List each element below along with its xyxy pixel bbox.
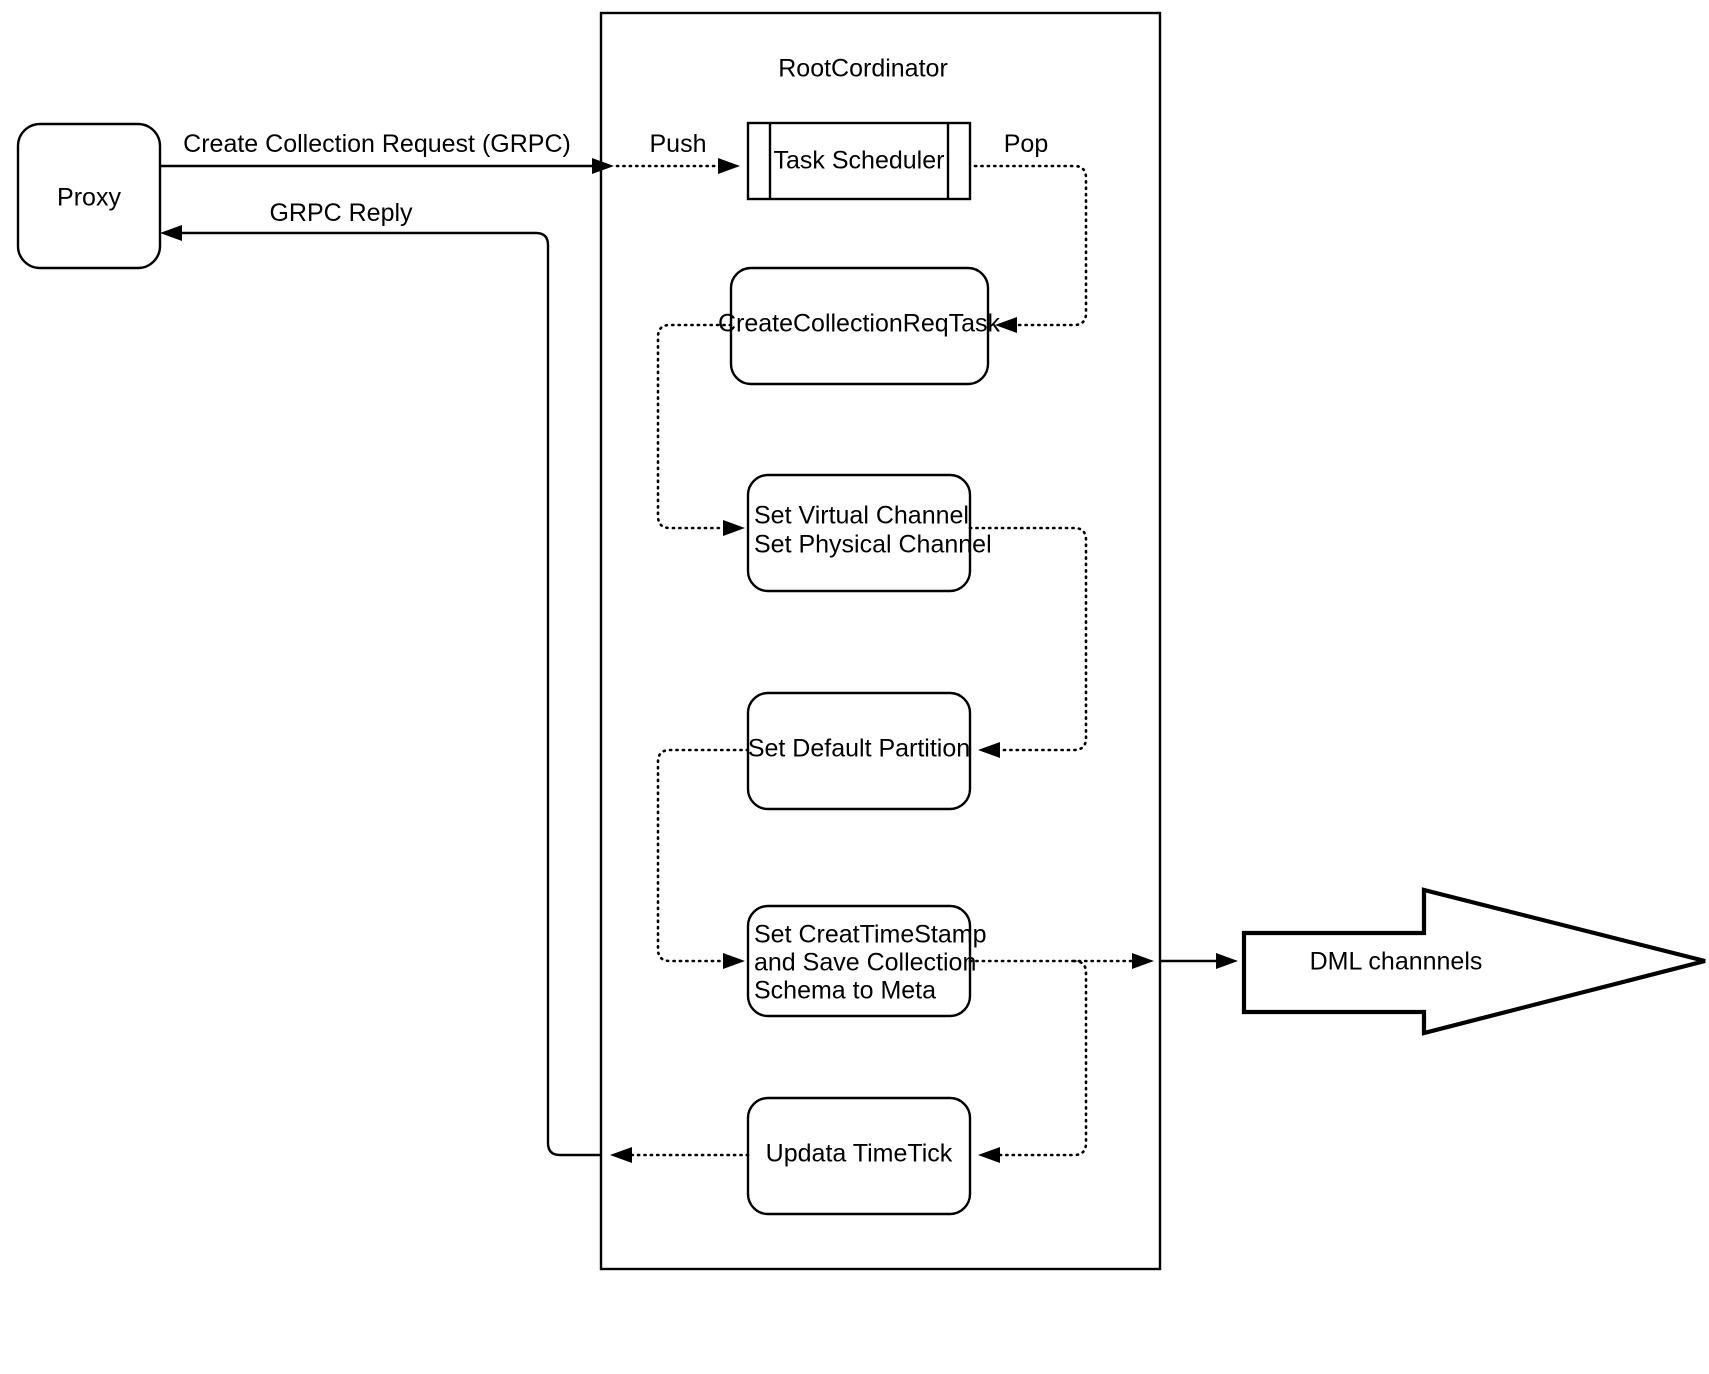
edge-grpc-reply-arrowhead-1: [610, 1147, 632, 1163]
node-set-timestamp[interactable]: Set CreatTimeStamp and Save Collection S…: [746, 904, 986, 1018]
create-collection-req-task-label: CreateCollectionReqTask: [718, 310, 1001, 338]
task-scheduler-shape[interactable]: [746, 121, 972, 201]
edge-timestamp-to-timetick-arrowhead: [978, 1147, 1000, 1163]
edge-pop-label: Pop: [1004, 130, 1048, 158]
edge-task-to-set-channel-line: [656, 323, 733, 530]
edge-grpc-reply: GRPC Reply: [160, 199, 750, 1163]
edge-grpc-reply-arrowhead-2: [160, 225, 182, 241]
set-physical-channel-label: Set Physical Channel: [754, 531, 992, 559]
edge-push: Push: [615, 130, 740, 174]
edge-create-collection-request-label: Create Collection Request (GRPC): [183, 130, 571, 158]
edge-task-to-set-channel: [656, 323, 745, 536]
edge-timestamp-to-dml-arrowhead-2: [1216, 953, 1238, 969]
edge-timestamp-to-dml-arrowhead-1: [1132, 953, 1154, 969]
container-rootcordinator: RootCordinator: [599, 11, 1162, 1271]
edge-timestamp-to-timetick-line: [998, 959, 1088, 1157]
edge-task-to-set-channel-arrowhead: [723, 520, 745, 536]
edge-pop-line: [973, 164, 1088, 327]
node-set-channel[interactable]: Set Virtual Channel Set Physical Channel: [746, 473, 992, 593]
dml-channnels-label: DML channnels: [1310, 948, 1483, 976]
node-proxy[interactable]: Proxy: [16, 122, 162, 270]
proxy-shape[interactable]: [16, 122, 162, 270]
edge-pop-arrowhead: [995, 317, 1017, 333]
set-channel-shape[interactable]: [746, 473, 972, 593]
rootcordinator-boundary: [599, 11, 1162, 1271]
edge-set-channel-to-default-partition-line: [968, 526, 1088, 752]
edge-create-collection-request-arrowhead: [592, 158, 614, 174]
edge-grpc-reply-solid: [182, 231, 601, 1157]
edge-push-label: Push: [650, 130, 707, 158]
set-timestamp-line1: Set CreatTimeStamp: [754, 921, 986, 949]
task-scheduler-label: Task Scheduler: [774, 147, 945, 175]
edge-create-collection-request: Create Collection Request (GRPC): [160, 130, 614, 174]
dml-channnels-shape[interactable]: [1241, 887, 1706, 1036]
set-virtual-channel-label: Set Virtual Channel: [754, 502, 969, 530]
node-dml-channnels[interactable]: DML channnels: [1241, 887, 1706, 1036]
edge-grpc-reply-label: GRPC Reply: [269, 199, 413, 227]
proxy-label: Proxy: [57, 184, 121, 212]
set-timestamp-line2: and Save Collection: [754, 949, 976, 977]
edge-set-channel-to-default-partition: [968, 526, 1088, 758]
edge-timestamp-to-dml: [968, 953, 1238, 969]
edge-set-channel-to-default-partition-arrowhead: [978, 742, 1000, 758]
edge-default-partition-to-timestamp-line: [656, 748, 750, 963]
node-updata-timetick[interactable]: Updata TimeTick: [746, 1096, 972, 1216]
node-set-default-partition[interactable]: Set Default Partition: [746, 691, 972, 811]
set-default-partition-label: Set Default Partition: [748, 735, 970, 763]
node-task-scheduler[interactable]: Task Scheduler: [746, 121, 972, 201]
edge-default-partition-to-timestamp: [656, 748, 750, 969]
edge-pop: Pop: [973, 130, 1088, 333]
rootcordinator-title: RootCordinator: [778, 55, 948, 83]
edge-timestamp-to-timetick: [978, 959, 1088, 1163]
edge-push-arrowhead: [718, 158, 740, 174]
node-create-collection-req-task[interactable]: CreateCollectionReqTask: [718, 266, 1001, 386]
edge-default-partition-to-timestamp-arrowhead: [723, 953, 745, 969]
set-timestamp-line3: Schema to Meta: [754, 977, 936, 1005]
updata-timetick-label: Updata TimeTick: [766, 1140, 953, 1168]
